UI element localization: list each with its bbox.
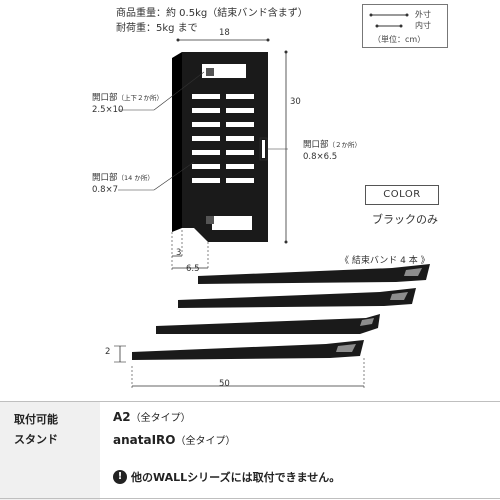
slots-opening-title: 開口部: [92, 173, 118, 183]
side-opening-size: 0.8×6.5: [303, 152, 338, 162]
slots-opening-label: 開口部（14 か所） 0.8×7: [92, 172, 154, 196]
side-opening-note: （２か所）: [328, 141, 362, 149]
load-capacity: 耐荷重：5kg まで: [116, 23, 198, 34]
color-heading: COLOR: [365, 185, 439, 205]
compat-title-line2: スタンド: [14, 433, 58, 446]
bands-caption: 《 結束バンド 4 本 》: [340, 256, 430, 266]
side-opening-label: 開口部（２か所） 0.8×6.5: [303, 139, 361, 163]
stand-anatairo-note: （全タイプ）: [175, 436, 236, 447]
dimension-legend: 外寸 内寸 （単位：cm）: [362, 4, 448, 48]
band-length-dimension: 50: [219, 379, 230, 389]
top-opening-size: 2.5×10: [92, 105, 124, 115]
compat-title-line1: 取付可能: [14, 413, 58, 426]
cable-ties-drawing: [114, 264, 430, 388]
top-opening-label: 開口部（上下２か所） 2.5×10: [92, 92, 163, 116]
band-width-dimension: 2: [105, 347, 111, 357]
slots-opening-size: 0.8×7: [92, 185, 119, 195]
footer-divider-bottom: [0, 498, 500, 499]
footer-title-cell: [0, 402, 100, 500]
color-value: ブラックのみ: [372, 213, 438, 226]
bottom-inner-dimension: 3: [176, 248, 182, 258]
legend-unit: （単位：cm）: [373, 35, 426, 44]
legend-outer: 外寸: [415, 10, 431, 19]
top-opening-title: 開口部: [92, 93, 118, 103]
stand-a2: A2（全タイプ）: [113, 409, 191, 424]
compat-title: 取付可能 スタンド: [14, 410, 58, 450]
bottom-outer-dimension: 6.5: [186, 264, 200, 274]
top-opening-note: （上下２か所）: [117, 94, 164, 102]
legend-inner: 内寸: [415, 21, 431, 30]
height-dimension: 30: [290, 97, 301, 107]
stand-anatairo-name: anataIRO: [113, 433, 176, 447]
stand-anatairo: anataIRO（全タイプ）: [113, 432, 235, 447]
side-opening-title: 開口部: [303, 140, 329, 150]
product-panel-drawing: [118, 38, 288, 270]
warning-icon: !: [113, 470, 127, 484]
width-dimension: 18: [219, 28, 230, 38]
stand-a2-name: A2: [113, 410, 131, 424]
footer-divider-top: [0, 401, 500, 402]
compat-warning: 他のWALLシリーズには取付できません。: [131, 471, 341, 484]
legend-arrows-icon: [369, 13, 409, 28]
stand-a2-note: （全タイプ）: [130, 413, 191, 424]
slots-opening-note: （14 か所）: [117, 174, 154, 182]
product-weight: 商品重量：約 0.5kg（結束バンド含まず）: [116, 8, 308, 19]
